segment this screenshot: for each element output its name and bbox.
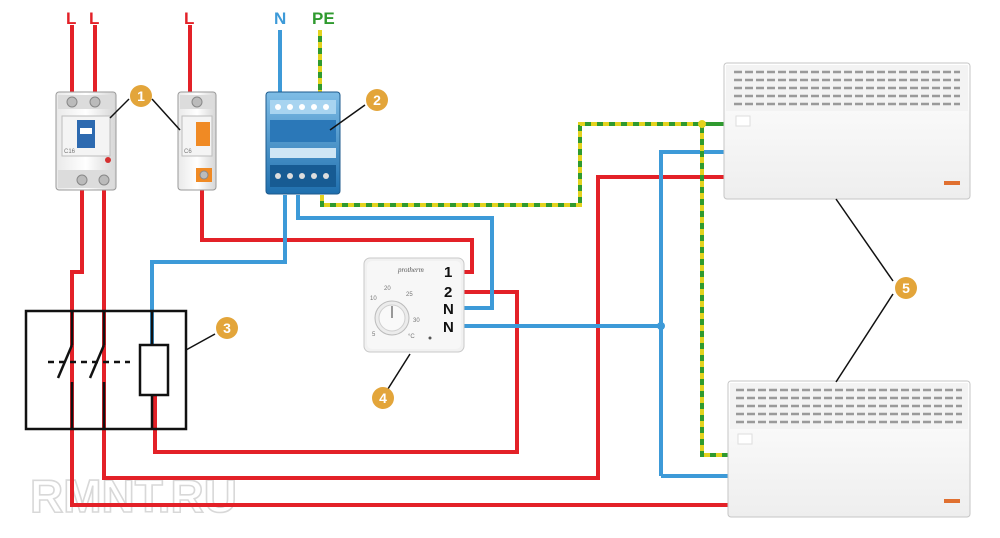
marker-3: 3 (216, 317, 238, 339)
terminal-1: 1 (444, 264, 452, 281)
junction-pe (698, 120, 706, 128)
single-pole-breaker: C6 (177, 91, 217, 191)
dial-mark-25: 25 (406, 292, 413, 298)
thermostat-unit: °C (408, 334, 415, 340)
marker-5: 5 (895, 277, 917, 299)
double-pole-breaker: C16 (55, 91, 117, 191)
switch-contact-icon (48, 311, 130, 429)
svg-text:4: 4 (379, 390, 387, 406)
junction-neutral (657, 322, 665, 330)
label-l1: L (66, 9, 76, 28)
label-l2: L (89, 9, 99, 28)
svg-text:5: 5 (902, 280, 910, 296)
marker-1: 1 (130, 85, 152, 107)
terminal-bus-block (265, 91, 341, 195)
svg-text:C6: C6 (184, 149, 192, 155)
supply-labels: L L L N PE (66, 9, 335, 28)
marker-4: 4 (372, 387, 394, 409)
svg-text:1: 1 (137, 88, 145, 104)
contactor-box (24, 309, 188, 431)
heater-bottom (727, 380, 971, 518)
heating-element-icon (138, 311, 170, 429)
heater-top (723, 62, 971, 200)
terminal-2: 2 (444, 284, 452, 301)
thermostat-brand: protherm (397, 266, 424, 274)
leader-lines (109, 98, 894, 393)
wires (70, 25, 728, 507)
dial-mark-20: 20 (384, 286, 391, 292)
marker-2: 2 (366, 89, 388, 111)
dial-mark-10: 10 (370, 296, 377, 302)
wire-control-coil (153, 290, 519, 454)
thermostat: protherm 10 20 25 30 5 °C 1 2 N N (363, 257, 465, 353)
label-n: N (274, 9, 286, 28)
label-l3: L (184, 9, 194, 28)
wire-neutral-heater-top (659, 150, 728, 476)
wire-breaker-out-1 (70, 190, 728, 507)
svg-text:3: 3 (223, 320, 231, 336)
svg-text:2: 2 (373, 92, 381, 108)
dial-mark-5: 5 (372, 332, 376, 338)
label-pe: PE (312, 9, 335, 28)
dial-mark-30: 30 (413, 318, 420, 324)
wire-neutral-thermostat (296, 195, 494, 310)
terminal-n1: N (443, 301, 454, 318)
wire-control-phase (200, 190, 474, 274)
wire-neutral-coil (150, 195, 287, 345)
svg-text:C16: C16 (64, 149, 76, 155)
terminal-n2: N (443, 319, 454, 336)
